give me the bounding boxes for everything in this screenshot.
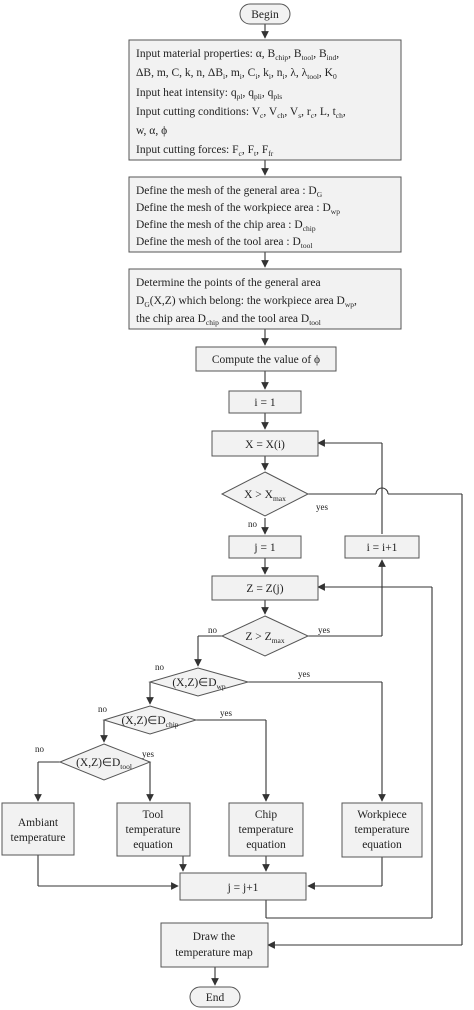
chip-eq-line: temperature (239, 824, 294, 836)
node-ii1: i = i+1 (344, 535, 420, 559)
node-phi: Compute the value of ϕ (195, 346, 337, 372)
node-i1: i = 1 (228, 390, 302, 414)
node-zzj: Z = Z(j) (211, 575, 319, 601)
xmax-no-label: no (248, 519, 258, 529)
node-xxi: X = X(i) (211, 430, 319, 457)
wp-eq-line: Workpiece (357, 809, 407, 821)
input-line: ΔB, m, C, k, n, ΔBi​, mi​, Ci​, ki​, ni​… (136, 67, 337, 81)
edges (34, 24, 463, 986)
phi-label: Compute the value of ϕ (212, 354, 320, 366)
dtool-no-label: no (35, 744, 45, 754)
mesh-line: Define the mesh of the general area : DG… (136, 185, 323, 199)
dchip-yes-label: yes (220, 708, 232, 718)
node-tool-eq: Tool temperature equation (116, 802, 191, 857)
edge-labels: no yes no yes no yes no yes no yes (35, 502, 330, 759)
dwp-label: (X,Z)∈Dwp​ (172, 677, 226, 691)
dchip-label: (X,Z)∈Dchip​ (121, 715, 178, 729)
input-line: Input material properties: α, Bchip​, Bt… (136, 48, 339, 62)
node-dwp: (X,Z)∈Dwp​ (148, 667, 250, 697)
draw-line: temperature map (175, 947, 253, 959)
tool-eq-line: Tool (143, 809, 164, 821)
node-ambiant: Ambiant temperature (1, 802, 75, 856)
wp-eq-line: temperature (355, 824, 410, 836)
mesh-line: Define the mesh of the chip area : Dchip… (136, 219, 316, 233)
node-mesh: Define the mesh of the general area : DG… (128, 176, 402, 253)
edge-xmax-yes-hop (375, 487, 389, 495)
dwp-yes-label: yes (298, 669, 310, 679)
dchip-no-label: no (98, 704, 108, 714)
node-dchip: (X,Z)∈Dchip​ (102, 705, 198, 735)
dtool-yes-label: yes (142, 749, 154, 759)
dwp-no-label: no (155, 662, 165, 672)
node-wp-eq: Workpiece temperature equation (341, 802, 423, 858)
input-line: w, α, ϕ (136, 125, 167, 137)
zmax-label: Z > Zmax​ (245, 631, 284, 645)
dtool-label: (X,Z)∈Dtool​ (76, 757, 132, 771)
node-xmax: X > Xmax​ (220, 471, 310, 517)
node-chip-eq: Chip temperature equation (228, 802, 304, 857)
points-line: DG​(X,Z) which belong: the workpiece are… (136, 295, 357, 309)
zmax-yes-label: yes (318, 625, 330, 635)
end-label: End (206, 992, 225, 1004)
node-dtool: (X,Z)∈Dtool​ (58, 743, 152, 781)
node-zmax: Z > Zmax​ (220, 615, 310, 657)
chip-eq-line: equation (246, 839, 286, 851)
i1-label: i = 1 (254, 397, 275, 409)
j1-label: j = 1 (253, 542, 275, 554)
mesh-line: Define the mesh of the tool area : Dtool… (136, 236, 312, 250)
xmax-yes-label: yes (316, 502, 328, 512)
draw-line: Draw the (193, 931, 235, 943)
node-draw: Draw the temperature map (160, 922, 269, 968)
zmax-no-label: no (208, 625, 218, 635)
input-line: Input cutting conditions: Vc​, Vch​, Vs​… (136, 106, 346, 120)
ambiant-line: temperature (11, 832, 66, 844)
node-end: End (189, 986, 241, 1008)
input-line: Input cutting forces: Fc​, Ft​, Ffr​ (136, 144, 274, 158)
mesh-line: Define the mesh of the workpiece area : … (136, 202, 340, 216)
tool-eq-line: temperature (126, 824, 181, 836)
node-j1: j = 1 (228, 535, 302, 559)
wp-eq-line: equation (362, 839, 402, 851)
tool-eq-line: equation (133, 839, 173, 851)
chip-eq-line: Chip (255, 809, 278, 821)
node-begin: Begin (239, 3, 291, 25)
ambiant-line: Ambiant (18, 817, 59, 829)
xxi-label: X = X(i) (245, 439, 285, 451)
jj1-label: j = j+1 (227, 882, 259, 894)
input-line: Input heat intensity: qpl​, qpli​, qpls​ (136, 87, 282, 101)
ii1-label: i = i+1 (367, 542, 398, 554)
begin-label: Begin (251, 9, 279, 21)
xmax-label: X > Xmax​ (244, 489, 286, 503)
points-line: Determine the points of the general area (136, 277, 321, 289)
node-jj1: j = j+1 (179, 872, 307, 901)
node-input: Input material properties: α, Bchip​, Bt… (128, 39, 402, 161)
points-line: the chip area Dchip​ and the tool area D… (136, 313, 321, 327)
node-points: Determine the points of the general area… (128, 268, 402, 330)
zzj-label: Z = Z(j) (246, 583, 283, 595)
